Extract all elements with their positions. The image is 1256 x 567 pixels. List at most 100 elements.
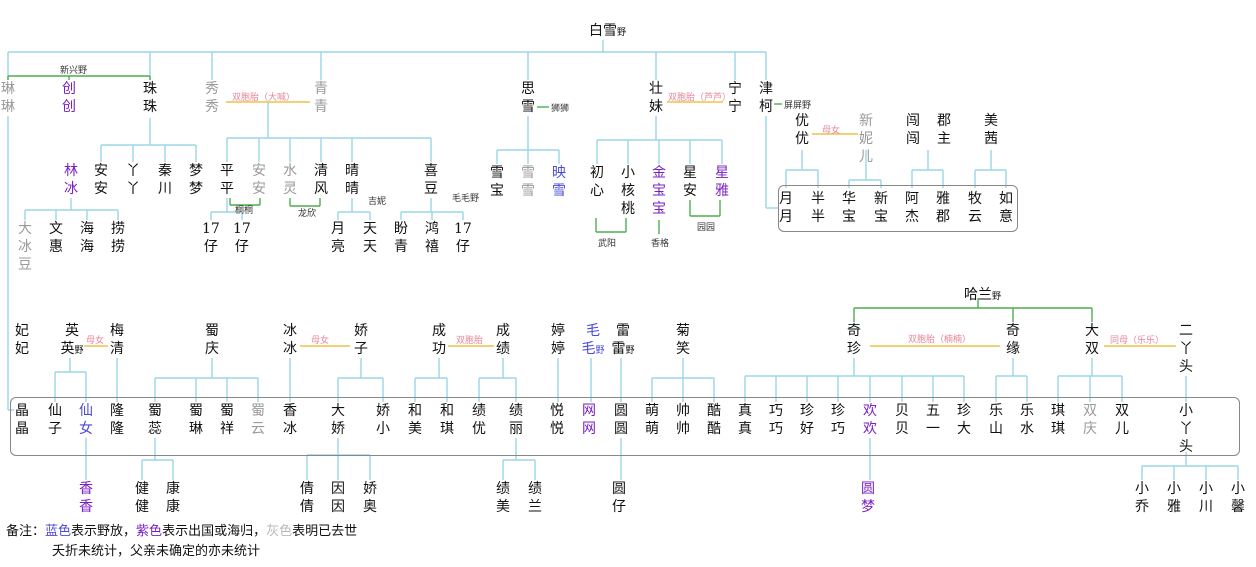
panda-node-qiqi: 琪 琪 [1051, 402, 1065, 438]
panda-node-qingqing2: 晴 晴 [345, 162, 359, 198]
panda-name: 乐 山 [989, 403, 1003, 437]
panda-node-xidou: 喜 豆 [424, 162, 438, 198]
panda-name: 真 真 [738, 403, 752, 437]
panda-name: 绩 美 [496, 481, 510, 515]
panda-node-shuxiang: 蜀 祥 [220, 402, 234, 438]
panda-name: 珍 好 [800, 403, 814, 437]
panda-node-ningning: 宁 宁 [728, 80, 742, 116]
panda-node-zhenda: 珍 大 [957, 402, 971, 438]
panda-name: 丫 丫 [126, 163, 140, 197]
panda-name: 捞 捞 [111, 221, 125, 255]
panda-name: 健 健 [135, 481, 149, 515]
panda-name: 梅 清 [110, 323, 124, 357]
wild-marker: 野 [595, 346, 605, 356]
panda-node-dajiao: 大 娇 [331, 402, 345, 438]
wild-marker: 野 [74, 346, 84, 356]
generation-frame [778, 185, 1018, 232]
panda-name: 清 风 [314, 163, 328, 197]
panda-name: 蜀 蕊 [148, 403, 162, 437]
panda-name: 娇 子 [354, 323, 368, 357]
panda-name: 安 安 [252, 163, 266, 197]
panda-node-jiyou: 绩 优 [472, 402, 486, 438]
panda-name: 喜 豆 [424, 163, 438, 197]
panda-name: 牧 云 [968, 191, 982, 225]
panda-node-halan: 哈兰野 [964, 286, 1001, 306]
panda-name: 映 雪 [552, 165, 566, 199]
panda-name: 蜀 祥 [220, 403, 234, 437]
panda-node-chengji: 成 绩 [496, 322, 510, 358]
panda-node-mengmeng2: 萌 萌 [645, 402, 659, 438]
panda-name: 星 雅 [715, 165, 729, 199]
panda-node-yingxue: 映 雪 [552, 164, 566, 200]
relation-label-cc: 双胞胎 [456, 336, 484, 346]
panda-name: 林 冰 [64, 163, 78, 197]
panda-name: 月 亮 [331, 221, 345, 255]
panda-node-jinke: 津 柯 [759, 80, 773, 116]
panda-name: 因 因 [331, 481, 345, 515]
relation-label-ds: 同母（乐乐） [1110, 336, 1165, 346]
panda-name: 郡 主 [937, 113, 951, 147]
panda-node-linlin: 琳 琳 [1, 80, 15, 116]
panda-name: 雷 雷 [611, 323, 631, 357]
relation-label-danv3: 母女 [311, 336, 330, 346]
relation-label-maomao: 毛毛野 [452, 194, 480, 204]
panda-node-yuanzai: 圆 仔 [612, 480, 626, 516]
panda-node-z17a: 17 仔 [202, 220, 220, 256]
panda-node-wenhui: 文 惠 [49, 220, 63, 256]
panda-name: 闯 闯 [906, 113, 920, 147]
panda-node-xiuxiu: 秀 秀 [205, 80, 219, 116]
panda-node-junzhu: 郡 主 [937, 112, 951, 148]
panda-name: 小 核 桃 [621, 165, 635, 217]
relation-label-qq: 双胞胎（楠楠） [908, 335, 972, 345]
panda-name: 文 惠 [49, 221, 63, 255]
panda-node-zhenqiao: 珍 巧 [831, 402, 845, 438]
panda-node-feifei: 妃 妃 [15, 322, 29, 358]
panda-name: 酷 酷 [707, 403, 721, 437]
panda-node-kangkang: 康 康 [166, 480, 180, 516]
panda-node-xiaoxin: 小 馨 [1231, 480, 1245, 516]
panda-node-sixue: 思 雪 [521, 80, 535, 116]
panda-node-dabingdou: 大 冰 豆 [18, 220, 32, 274]
panda-name: 冰 冰 [283, 323, 297, 357]
panda-name: 哈兰 [964, 287, 992, 303]
panda-name: 白雪 [589, 23, 617, 39]
panda-name: 月 月 [779, 191, 793, 225]
panda-node-haihai: 海 海 [80, 220, 94, 256]
panda-node-xiangxiang: 香 香 [79, 480, 93, 516]
panda-name: 英 英 [60, 323, 80, 357]
panda-node-xingya: 星 雅 [715, 164, 729, 200]
panda-name: 秦 川 [158, 163, 172, 197]
panda-node-ruyi: 如 意 [999, 190, 1013, 226]
panda-name: 绩 优 [472, 403, 486, 437]
relation-label-jini: 吉妮 [368, 197, 387, 207]
panda-name: 美 茜 [984, 113, 998, 147]
panda-node-juxiao: 菊 笑 [676, 322, 690, 358]
panda-node-eryatou: 二 丫 头 [1179, 322, 1193, 376]
panda-node-maomao: 毛 毛野 [582, 322, 605, 360]
panda-name: 悦 悦 [550, 403, 564, 437]
panda-name: 贝 贝 [895, 403, 909, 437]
panda-name: 初 心 [590, 165, 604, 199]
panda-node-banban: 半 半 [811, 190, 825, 226]
wild-marker: 野 [625, 346, 635, 356]
panda-name: 小 雅 [1167, 481, 1181, 515]
panda-node-beibei: 贝 贝 [895, 402, 909, 438]
panda-name: 和 美 [408, 403, 422, 437]
panda-name: 新 妮 儿 [859, 113, 873, 165]
panda-name: 如 意 [999, 191, 1013, 225]
panda-node-yueliang: 月 亮 [331, 220, 345, 256]
panda-node-shuangqing: 双 庆 [1083, 402, 1097, 438]
panda-node-hongxi: 鸿 禧 [425, 220, 439, 256]
panda-name: 圆 圆 [614, 403, 628, 437]
relation-label-danv1: 母女 [822, 126, 841, 136]
panda-node-shuyun: 蜀 云 [251, 402, 265, 438]
legend-note: 备注：蓝色表示野放，紫色表示出国或海归，灰色表明已去世 夭折未统计，父亲未确定的… [6, 522, 357, 562]
panda-name: 康 康 [166, 481, 180, 515]
panda-node-chuang: 创 创 [62, 80, 76, 116]
panda-node-yaya1: 丫 丫 [126, 162, 140, 198]
panda-node-yingying: 英 英野 [61, 322, 84, 360]
panda-node-longlong: 隆 隆 [110, 402, 124, 438]
panda-node-qingfeng: 清 风 [314, 162, 328, 198]
panda-name: 蜀 云 [251, 403, 265, 437]
relation-label-danv2: 母女 [86, 336, 105, 346]
